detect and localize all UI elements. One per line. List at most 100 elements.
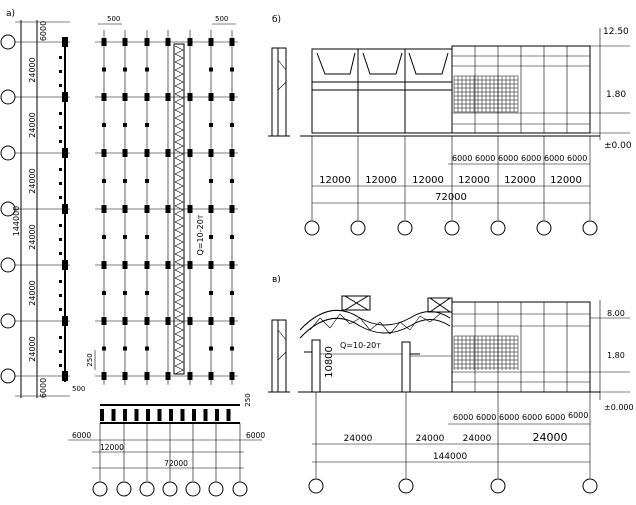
section-b-axis-bubbles — [304, 136, 598, 236]
axis-bubble — [397, 220, 413, 236]
plan-column — [101, 317, 107, 325]
axis-bubble — [582, 478, 598, 494]
axis-bubble — [444, 220, 460, 236]
section-b-label: б) — [272, 15, 281, 25]
plan-dim: 24000 — [28, 168, 37, 193]
plan-crane-label: Q=10-20т — [196, 214, 205, 255]
span-dim: 12000 — [550, 175, 582, 186]
section-b-level-zero: ±0.00 — [604, 141, 632, 151]
axis-bubble — [490, 478, 506, 494]
panel-dim: 6000 — [544, 154, 564, 163]
plan-column — [208, 372, 214, 380]
bottom-elev-total: 72000 — [164, 459, 188, 468]
section-b-level-mid: 1.80 — [606, 90, 626, 100]
plan-column — [229, 205, 235, 213]
plan-column — [187, 205, 193, 213]
axis-bubble — [185, 481, 201, 497]
span-dim: 12000 — [412, 175, 444, 186]
plan-sub-column — [123, 235, 127, 239]
plan-sub-column — [145, 123, 149, 127]
axis-bubble — [162, 481, 178, 497]
plan-column — [144, 372, 150, 380]
plan-column — [122, 93, 128, 101]
section-v-axis-bubbles — [308, 392, 598, 494]
plan-sub-column — [102, 67, 106, 72]
plan-column — [208, 205, 214, 213]
section-v-level-zero: ±0.000 — [604, 403, 634, 412]
section-a-bottom-elevation: 250 6000 6000 12000 72000 — [68, 393, 265, 497]
plan-column — [101, 372, 107, 380]
span-dim: 24000 — [344, 434, 373, 444]
panel-dim: 6000 — [499, 413, 519, 422]
plan-dim: 6000 — [39, 21, 48, 41]
plan-dim: 24000 — [28, 57, 37, 82]
plan-column — [165, 149, 171, 157]
axis-bubble — [116, 481, 132, 497]
plan-sub-column — [230, 291, 234, 295]
axis-bubble — [92, 481, 108, 497]
elev-column — [111, 409, 116, 421]
plan-column — [144, 205, 150, 213]
plan-bottom-offset: 500 — [72, 385, 85, 393]
plan-sub-column — [145, 346, 149, 351]
plan-column — [229, 93, 235, 101]
section-v-truss-web — [309, 313, 441, 335]
plan-axis-extensions — [15, 21, 70, 397]
plan-sub-column — [230, 67, 234, 72]
section-v-crane-rails — [320, 353, 452, 357]
plan-column — [165, 38, 171, 46]
axis-bubble — [308, 478, 324, 494]
elev-column — [226, 409, 231, 421]
plan-column — [229, 261, 235, 269]
axis-bubble — [232, 481, 248, 497]
plan-dim: 24000 — [28, 224, 37, 249]
elev-column — [215, 409, 219, 421]
bottom-elev-dim-lines — [68, 439, 262, 469]
axis-bubble — [0, 34, 16, 50]
panel-dim: 6000 — [498, 154, 518, 163]
section-v-crane-label: Q=10-20т — [340, 341, 381, 350]
plan-column — [229, 372, 235, 380]
plan-column — [187, 38, 193, 46]
plan-sub-column — [102, 235, 106, 239]
elev-column — [134, 409, 139, 421]
plan-column — [229, 149, 235, 157]
axis-bubble — [139, 481, 155, 497]
plan-column — [101, 38, 107, 46]
plan-column — [208, 38, 214, 46]
section-v-panels — [452, 302, 590, 392]
plan-column — [101, 205, 107, 213]
elev-column — [192, 409, 196, 421]
bottom-elev-step-250: 250 — [244, 393, 252, 406]
axis-bubble — [582, 220, 598, 236]
plan-sub-column — [145, 179, 149, 183]
plan-column — [144, 261, 150, 269]
elev-column — [180, 409, 185, 421]
plan-column — [208, 149, 214, 157]
plan-sub-column — [230, 123, 234, 127]
panel-dim: 6000 — [568, 411, 588, 420]
plan-column — [144, 149, 150, 157]
section-v-glazing — [453, 335, 519, 370]
plan-sub-column — [123, 123, 127, 127]
section-v-level-mid: 1.80 — [607, 351, 625, 360]
plan-dim: 24000 — [28, 280, 37, 305]
elev-column — [203, 409, 208, 421]
section-a-label: а) — [6, 9, 15, 19]
plan-column — [122, 205, 128, 213]
plan-step-250: 250 — [86, 353, 94, 366]
section-a-plan: а) 144000 6000 24000 240 — [0, 9, 238, 398]
plan-column — [165, 372, 171, 380]
plan-top-offset-right: 500 — [215, 15, 228, 23]
section-b-elevation: б) — [268, 15, 632, 236]
plan-column — [122, 261, 128, 269]
axis-bubble — [0, 89, 16, 105]
section-b-level-top: 12.50 — [603, 27, 629, 37]
elev-column — [123, 409, 127, 421]
plan-sub-column — [102, 291, 106, 295]
plan-sub-column — [209, 123, 213, 127]
span-dim: 12000 — [504, 175, 536, 186]
span-dim: 24000 — [416, 434, 445, 444]
section-b-total: 72000 — [435, 192, 467, 203]
section-b-truss-bays — [316, 49, 449, 133]
